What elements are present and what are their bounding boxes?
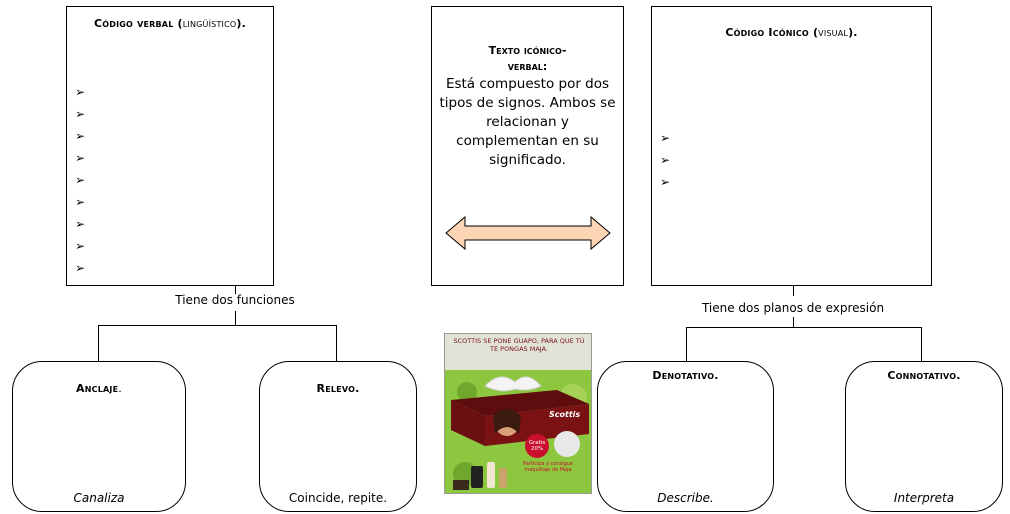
left-connector-top — [235, 286, 236, 294]
iconic-bullet-list: ➢ ➢ ➢ — [660, 127, 670, 193]
bullet-item: ➢ — [75, 195, 86, 209]
bullet-item: ➢ — [75, 261, 86, 275]
bullet-item: ➢ — [75, 151, 86, 165]
bullet-item: ➢ — [660, 175, 671, 189]
bullet-item: ➢ — [75, 217, 86, 231]
right-connector-drop-2 — [921, 327, 922, 362]
ad-badge: Gratis 20% — [528, 440, 546, 452]
denotativo-footer: Describe. — [657, 491, 714, 505]
iconic-verbal-title: Texto icónico- verbal: — [488, 44, 567, 73]
bullet-item: ➢ — [75, 129, 86, 143]
iconic-code-box: Código Icónico (visual). ➢ ➢ ➢ — [651, 6, 932, 286]
denotativo-title: Denotativo. — [652, 369, 719, 382]
anclaje-box: Anclaje. Canaliza — [12, 361, 186, 512]
right-connector-label: Tiene dos planos de expresión — [701, 301, 885, 315]
bullet-item: ➢ — [75, 239, 86, 253]
iconic-code-title: Código Icónico (visual). — [725, 26, 858, 39]
relevo-title: Relevo. — [316, 382, 360, 395]
bullet-item: ➢ — [660, 131, 671, 145]
left-connector-drop-1 — [98, 325, 99, 362]
left-connector-drop-2 — [336, 325, 337, 362]
right-connector-top — [793, 286, 794, 296]
bullet-item: ➢ — [660, 153, 671, 167]
left-connector-stem — [235, 311, 236, 326]
right-connector-stem — [793, 317, 794, 328]
anclaje-footer: Canaliza — [73, 491, 125, 505]
connotativo-title: Connotativo. — [887, 369, 961, 382]
scottis-ad-art — [445, 334, 591, 493]
relevo-box: Relevo. Coincide, repite. — [259, 361, 417, 512]
connotativo-footer: Interpreta — [893, 491, 955, 505]
iconic-verbal-description: Está compuesto por dos tipos de signos. … — [439, 76, 616, 168]
ad-promo-text: Participa y consigue maquillaje de Maja — [522, 461, 574, 473]
ad-headline: SCOTTIS SE PONE GUAPO, PARA QUE TÚ TE PO… — [453, 337, 585, 353]
left-connector-bar — [98, 325, 337, 326]
scottis-ad-image: SCOTTIS SE PONE GUAPO, PARA QUE TÚ TE PO… — [444, 333, 592, 494]
left-connector-label: Tiene dos funciones — [175, 293, 295, 307]
bullet-item: ➢ — [75, 85, 86, 99]
verbal-code-title: Código verbal (lingüístico). — [94, 17, 246, 30]
right-connector-bar — [686, 327, 922, 328]
connotativo-box: Connotativo. Interpreta — [845, 361, 1003, 512]
anclaje-title: Anclaje. — [76, 382, 122, 395]
iconic-verbal-box: Texto icónico- verbal: Está compuesto po… — [431, 6, 624, 286]
right-connector-drop-1 — [686, 327, 687, 362]
bullet-item: ➢ — [75, 173, 86, 187]
verbal-bullet-list: ➢ ➢ ➢ ➢ ➢ ➢ ➢ ➢ ➢ — [75, 81, 85, 279]
relevo-footer: Coincide, repite. — [288, 491, 388, 505]
bullet-item: ➢ — [75, 107, 86, 121]
denotativo-box: Denotativo. Describe. — [597, 361, 774, 512]
ad-brand-logo: Scottis — [549, 410, 581, 419]
verbal-code-box: Código verbal (lingüístico). ➢ ➢ ➢ ➢ ➢ ➢… — [66, 6, 274, 286]
double-arrow-icon — [445, 215, 611, 251]
